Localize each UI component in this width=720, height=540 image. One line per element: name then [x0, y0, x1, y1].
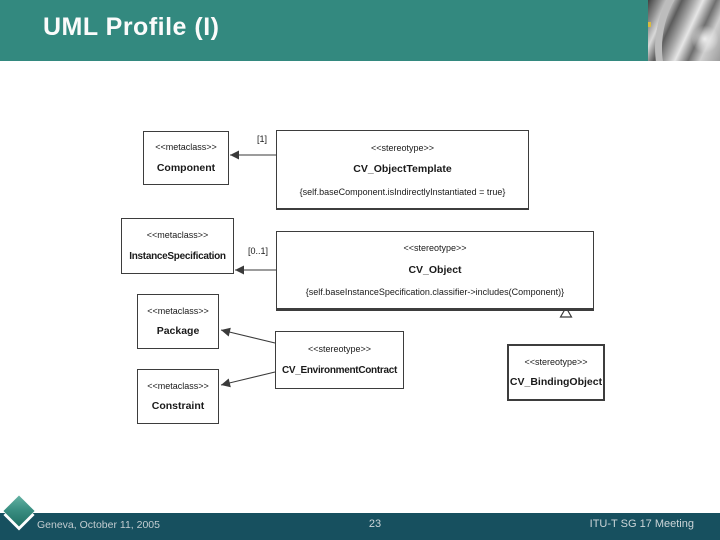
generalization-triangle-icon	[559, 306, 573, 318]
multiplicity-label-0-1: [0..1]	[247, 246, 268, 256]
page-title: UML Profile (I)	[43, 13, 220, 41]
extension-arrow-envcontract-package	[220, 327, 276, 344]
stereotype-label: <<stereotype>>	[370, 142, 435, 153]
footer-date: Geneva, October 11, 2005	[37, 519, 160, 531]
stereotype-label: <<stereotype>>	[524, 356, 588, 367]
photo-yellow-dot	[648, 22, 651, 27]
class-name: CV_Object	[408, 263, 462, 276]
stereotype-label: <<metaclass>>	[146, 230, 209, 240]
uml-box-component: <<metaclass>> Component	[143, 131, 229, 185]
extension-arrow-envcontract-constraint	[220, 371, 276, 388]
uml-box-cv-object: <<stereotype>> CV_Object {self.baseInsta…	[276, 231, 594, 311]
photo-highlight	[692, 24, 718, 54]
header-photo-decoration	[648, 0, 720, 61]
uml-box-cv-environment-contract: <<stereotype>> CV_EnvironmentContract	[275, 331, 404, 389]
uml-box-package: <<metaclass>> Package	[137, 294, 219, 349]
constraint-text: {self.baseInstanceSpecification.classifi…	[305, 286, 565, 297]
class-name: Component	[156, 161, 216, 174]
stereotype-label: <<metaclass>>	[147, 380, 209, 391]
uml-box-constraint: <<metaclass>> Constraint	[137, 369, 219, 424]
class-name: Constraint	[151, 400, 205, 413]
constraint-text: {self.baseComponent.isIndirectlyInstanti…	[299, 186, 506, 197]
class-name: CV_ObjectTemplate	[353, 163, 452, 175]
class-name: CV_EnvironmentContract	[281, 365, 398, 377]
class-name: CV_BindingObject	[509, 376, 603, 389]
stereotype-label: <<metaclass>>	[155, 142, 217, 153]
stereotype-label: <<metaclass>>	[147, 305, 209, 316]
uml-box-cv-object-template: <<stereotype>> CV_ObjectTemplate {self.b…	[276, 130, 529, 210]
slide-page-number: 23	[368, 518, 382, 530]
stereotype-label: <<stereotype>>	[307, 343, 372, 354]
diamond-logo-icon	[3, 495, 38, 539]
multiplicity-label-1: [1]	[256, 134, 267, 144]
class-name: InstanceSpecification	[129, 251, 226, 262]
footer-bar: Geneva, October 11, 2005 23 ITU-T SG 17 …	[0, 513, 720, 540]
header-bar: UML Profile (I)	[0, 0, 720, 61]
uml-box-instance-specification: <<metaclass>> InstanceSpecification	[121, 218, 234, 274]
stereotype-label: <<stereotype>>	[403, 243, 467, 254]
class-name: Package	[156, 325, 200, 338]
diamond-face	[3, 495, 35, 527]
footer-meeting-name: ITU-T SG 17 Meeting	[589, 518, 694, 530]
uml-box-cv-binding-object: <<stereotype>> CV_BindingObject	[507, 344, 605, 401]
